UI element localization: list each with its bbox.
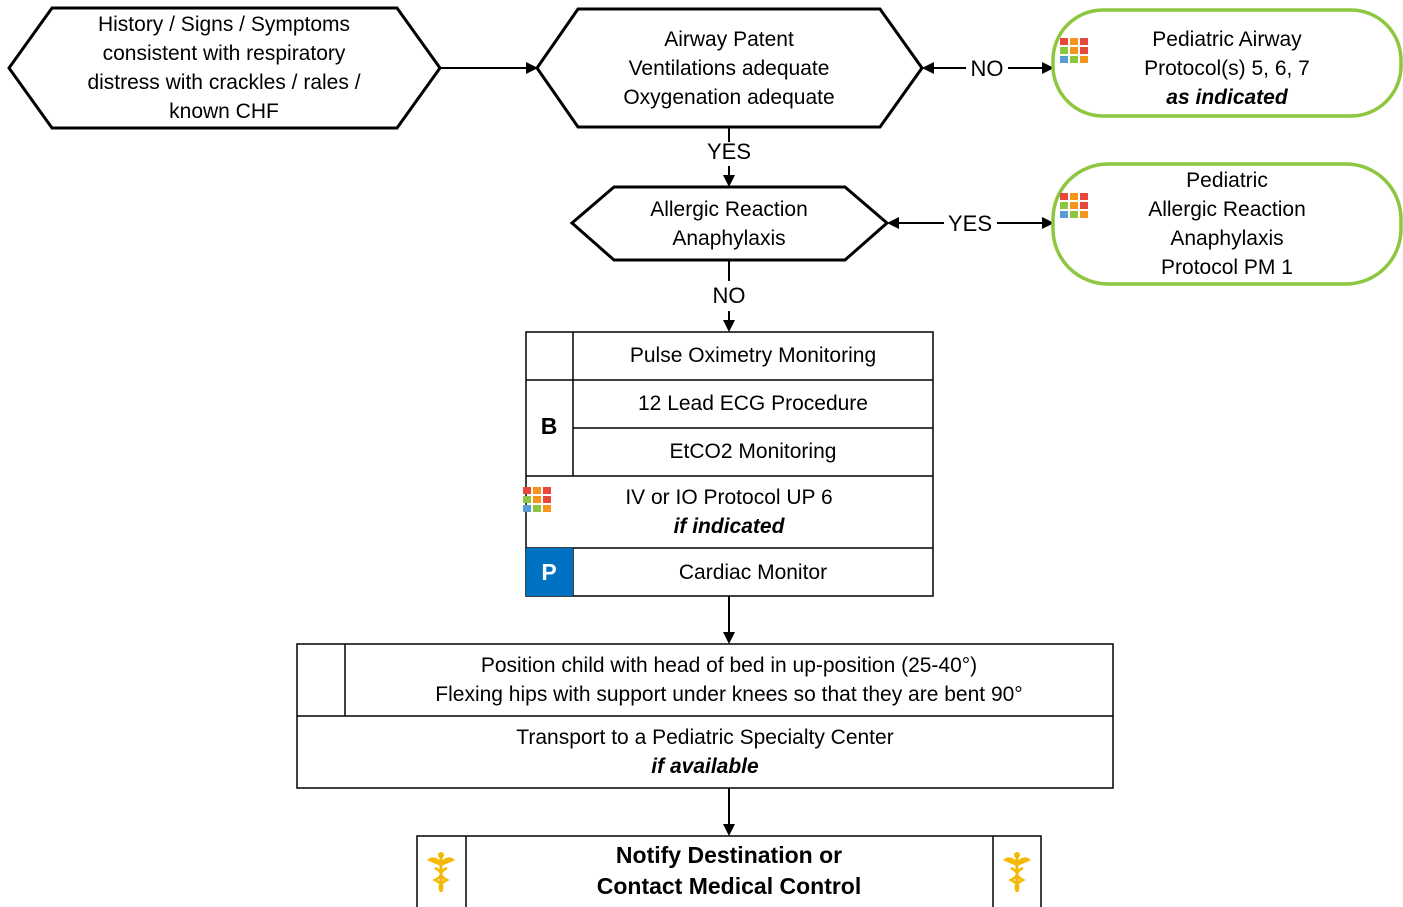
grid-cell [523, 505, 531, 512]
grid-cell [1070, 56, 1078, 63]
pulse-oximetry-monitoring: Pulse Oximetry Monitoring [630, 344, 876, 367]
allergic-protocol-line-4: Protocol PM 1 [1161, 256, 1293, 279]
allergic-protocol-line-2: Allergic Reaction [1148, 198, 1306, 221]
grid-cell [1080, 47, 1088, 54]
airway-protocol-line-2: Protocol(s) 5, 6, 7 [1144, 57, 1310, 80]
grid-cell [1070, 202, 1078, 209]
grid-cell [1070, 193, 1078, 200]
edge-label-yes: YES [948, 211, 992, 236]
level-b-badge: B [541, 413, 558, 439]
caduceus-icon [427, 852, 455, 892]
airway-protocol-emphasis: as indicated [1166, 86, 1289, 109]
airway-line-3: Oxygenation adequate [623, 86, 834, 109]
airway-line-1: Airway Patent [664, 28, 794, 51]
grid-cell [1060, 193, 1068, 200]
allergic-line-1: Allergic Reaction [650, 198, 808, 221]
grid-cell [533, 496, 541, 503]
allergic-protocol-line-1: Pediatric [1186, 169, 1268, 192]
iv-io-emphasis: if indicated [674, 515, 786, 538]
position-transport-box: Position child with head of bed in up-po… [296, 643, 1114, 789]
grid-cell [1080, 56, 1088, 63]
iv-io-protocol: IV or IO Protocol UP 6 [625, 486, 832, 509]
airway-line-2: Ventilations adequate [629, 57, 830, 80]
protocol-grid-icon [523, 487, 551, 512]
grid-cell [1070, 38, 1078, 45]
paramedic-level-badge [526, 548, 573, 596]
grid-cell [1080, 202, 1088, 209]
transport-emphasis: if available [651, 755, 759, 778]
etco2-monitoring: EtCO2 Monitoring [670, 440, 837, 463]
grid-cell [523, 496, 531, 503]
protocol-grid-icon [1060, 193, 1088, 218]
grid-cell [1080, 193, 1088, 200]
history-line-2: consistent with respiratory [103, 42, 346, 65]
position-child-line-1: Position child with head of bed in up-po… [481, 654, 977, 677]
grid-cell [543, 487, 551, 494]
grid-cell [533, 487, 541, 494]
treatment-box: Pulse Oximetry Monitoring B 12 Lead ECG … [523, 331, 934, 597]
edge-label-no-down: NO [713, 283, 746, 308]
notify-medical-control-box: Notify Destination or Contact Medical Co… [416, 835, 1042, 907]
history-signs-symptoms-node: History / Signs / Symptoms consistent wi… [7, 6, 442, 130]
history-line-4: known CHF [169, 100, 279, 123]
twelve-lead-ecg-procedure: 12 Lead ECG Procedure [638, 392, 868, 415]
grid-cell [1070, 47, 1078, 54]
edge-label-no: NO [971, 56, 1004, 81]
grid-cell [1080, 38, 1088, 45]
grid-cell [1060, 38, 1068, 45]
level-p-label: P [541, 559, 556, 585]
grid-cell [1080, 211, 1088, 218]
position-child-line-2: Flexing hips with support under knees so… [435, 683, 1022, 706]
grid-cell [543, 505, 551, 512]
grid-cell [1060, 47, 1068, 54]
protocol-grid-icon [1060, 38, 1088, 63]
grid-cell [1060, 211, 1068, 218]
edge-label-yes-down: YES [707, 139, 751, 164]
allergic-reaction-decision-node: Allergic Reaction Anaphylaxis [569, 185, 890, 262]
grid-cell [1070, 211, 1078, 218]
notify-line-2: Contact Medical Control [597, 873, 862, 899]
grid-cell [1060, 56, 1068, 63]
grid-cell [523, 487, 531, 494]
notify-line-1: Notify Destination or [616, 842, 842, 868]
grid-cell [1060, 202, 1068, 209]
allergic-protocol-line-3: Anaphylaxis [1170, 227, 1283, 250]
cardiac-monitor: Cardiac Monitor [679, 561, 827, 584]
transport-line: Transport to a Pediatric Specialty Cente… [516, 726, 893, 749]
airway-decision-node: Airway Patent Ventilations adequate Oxyg… [535, 7, 924, 129]
caduceus-icon [1003, 852, 1031, 892]
pediatric-allergic-protocol-node[interactable]: Pediatric Allergic Reaction Anaphylaxis … [1051, 162, 1403, 286]
grid-cell [543, 496, 551, 503]
pediatric-airway-protocol-node[interactable]: Pediatric Airway Protocol(s) 5, 6, 7 as … [1051, 8, 1403, 118]
history-line-1: History / Signs / Symptoms [98, 13, 350, 36]
history-line-3: distress with crackles / rales / [87, 71, 360, 94]
allergic-line-2: Anaphylaxis [672, 227, 785, 250]
airway-protocol-line-1: Pediatric Airway [1152, 28, 1302, 51]
grid-cell [533, 505, 541, 512]
